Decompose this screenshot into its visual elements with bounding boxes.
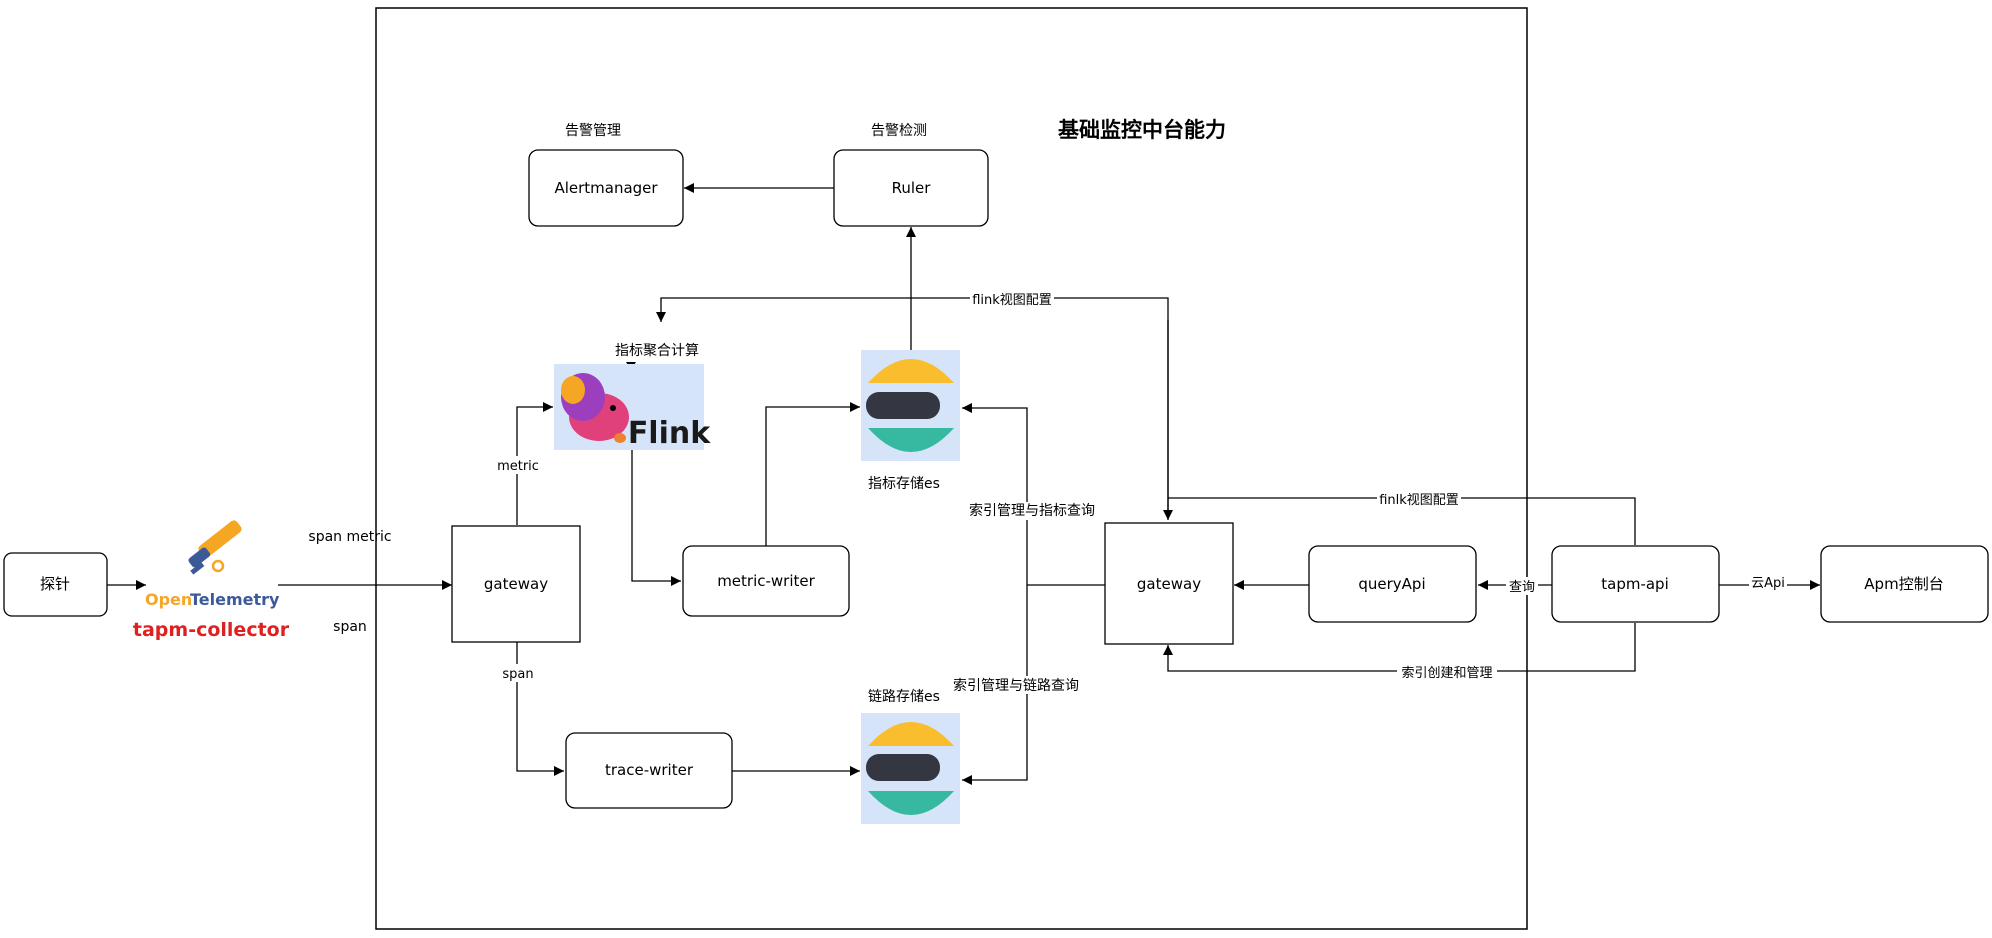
collector-brand-open: Open <box>145 590 192 609</box>
edge-label-flink-view-config: flink视图配置 <box>972 293 1052 308</box>
metric-agg-label: 指标聚合计算 <box>615 343 699 359</box>
metric-es-node[interactable] <box>861 350 960 461</box>
apm-console-node[interactable]: Apm控制台 <box>1820 545 1989 623</box>
edge-finlk-view-config <box>1168 497 1636 545</box>
metric-writer-label: metric-writer <box>717 572 815 590</box>
edge-label-finlk-view-config: finlk视图配置 <box>1379 493 1459 508</box>
edge-label-span-metric: span metric <box>308 529 391 545</box>
flink-node[interactable]: Flink <box>554 364 711 451</box>
edge-label-span-top: span <box>333 619 367 635</box>
flink-squirrel-icon <box>561 373 629 443</box>
probe-label: 探针 <box>40 575 70 593</box>
alertmanager-label: Alertmanager <box>554 179 658 197</box>
trace-es-node[interactable] <box>861 713 960 824</box>
edge-gateway-to-flink <box>516 402 553 525</box>
collector-brand-telemetry: Telemetry <box>190 590 280 609</box>
edge-label-index-create-manage: 索引创建和管理 <box>1401 666 1492 681</box>
trace-writer-label: trace-writer <box>605 761 694 779</box>
edge-label-index-metric-query: 索引管理与指标查询 <box>969 502 1095 519</box>
flink-logo-text: Flink <box>628 416 711 451</box>
edge-label-metric: metric <box>497 459 539 474</box>
tapm-api-node[interactable]: tapm-api <box>1551 545 1720 623</box>
trace-store-label: 链路存储es <box>868 689 940 705</box>
probe-node[interactable]: 探针 <box>3 552 108 617</box>
ruler-node[interactable]: Ruler <box>833 149 989 227</box>
alert-detect-label: 告警检测 <box>871 123 927 139</box>
gateway-left-node[interactable]: gateway <box>451 525 581 643</box>
queryapi-label: queryApi <box>1358 575 1425 593</box>
tapm-api-label: tapm-api <box>1601 575 1669 593</box>
gateway-left-label: gateway <box>484 575 548 593</box>
edge-label-query: 查询 <box>1509 580 1535 595</box>
edge-gateway-to-trace-writer <box>516 642 564 776</box>
edge-metric-writer-to-es <box>765 402 860 547</box>
alertmanager-node[interactable]: Alertmanager <box>528 149 684 227</box>
apm-console-label: Apm控制台 <box>1864 575 1943 593</box>
edge-label-cloud-api: 云Api <box>1751 576 1785 591</box>
opentelemetry-telescope-icon <box>188 520 242 575</box>
platform-boundary <box>375 7 1528 930</box>
trace-writer-node[interactable]: trace-writer <box>565 732 733 809</box>
metric-store-label: 指标存储es <box>868 476 940 492</box>
gateway-right-label: gateway <box>1137 575 1201 593</box>
edge-flink-to-metric-writer <box>631 450 681 586</box>
edge-label-index-trace-query: 索引管理与链路查询 <box>953 677 1079 694</box>
ruler-label: Ruler <box>892 179 932 197</box>
edge-gateway-to-metric-es <box>962 403 1105 586</box>
queryapi-node[interactable]: queryApi <box>1308 545 1477 623</box>
edge-label-span-down: span <box>502 667 533 682</box>
collector-label: tapm-collector <box>133 619 290 641</box>
metric-writer-node[interactable]: metric-writer <box>682 545 850 617</box>
edge-gateway-to-trace-es <box>962 585 1028 785</box>
gateway-right-node[interactable]: gateway <box>1104 522 1234 645</box>
elasticsearch-trace-icon <box>866 722 954 815</box>
collector-node[interactable]: Open Telemetry tapm-collector <box>133 519 290 641</box>
platform-title: 基础监控中台能力 <box>1058 118 1226 142</box>
alert-manage-label: 告警管理 <box>565 123 621 139</box>
elasticsearch-metric-icon <box>866 359 954 452</box>
